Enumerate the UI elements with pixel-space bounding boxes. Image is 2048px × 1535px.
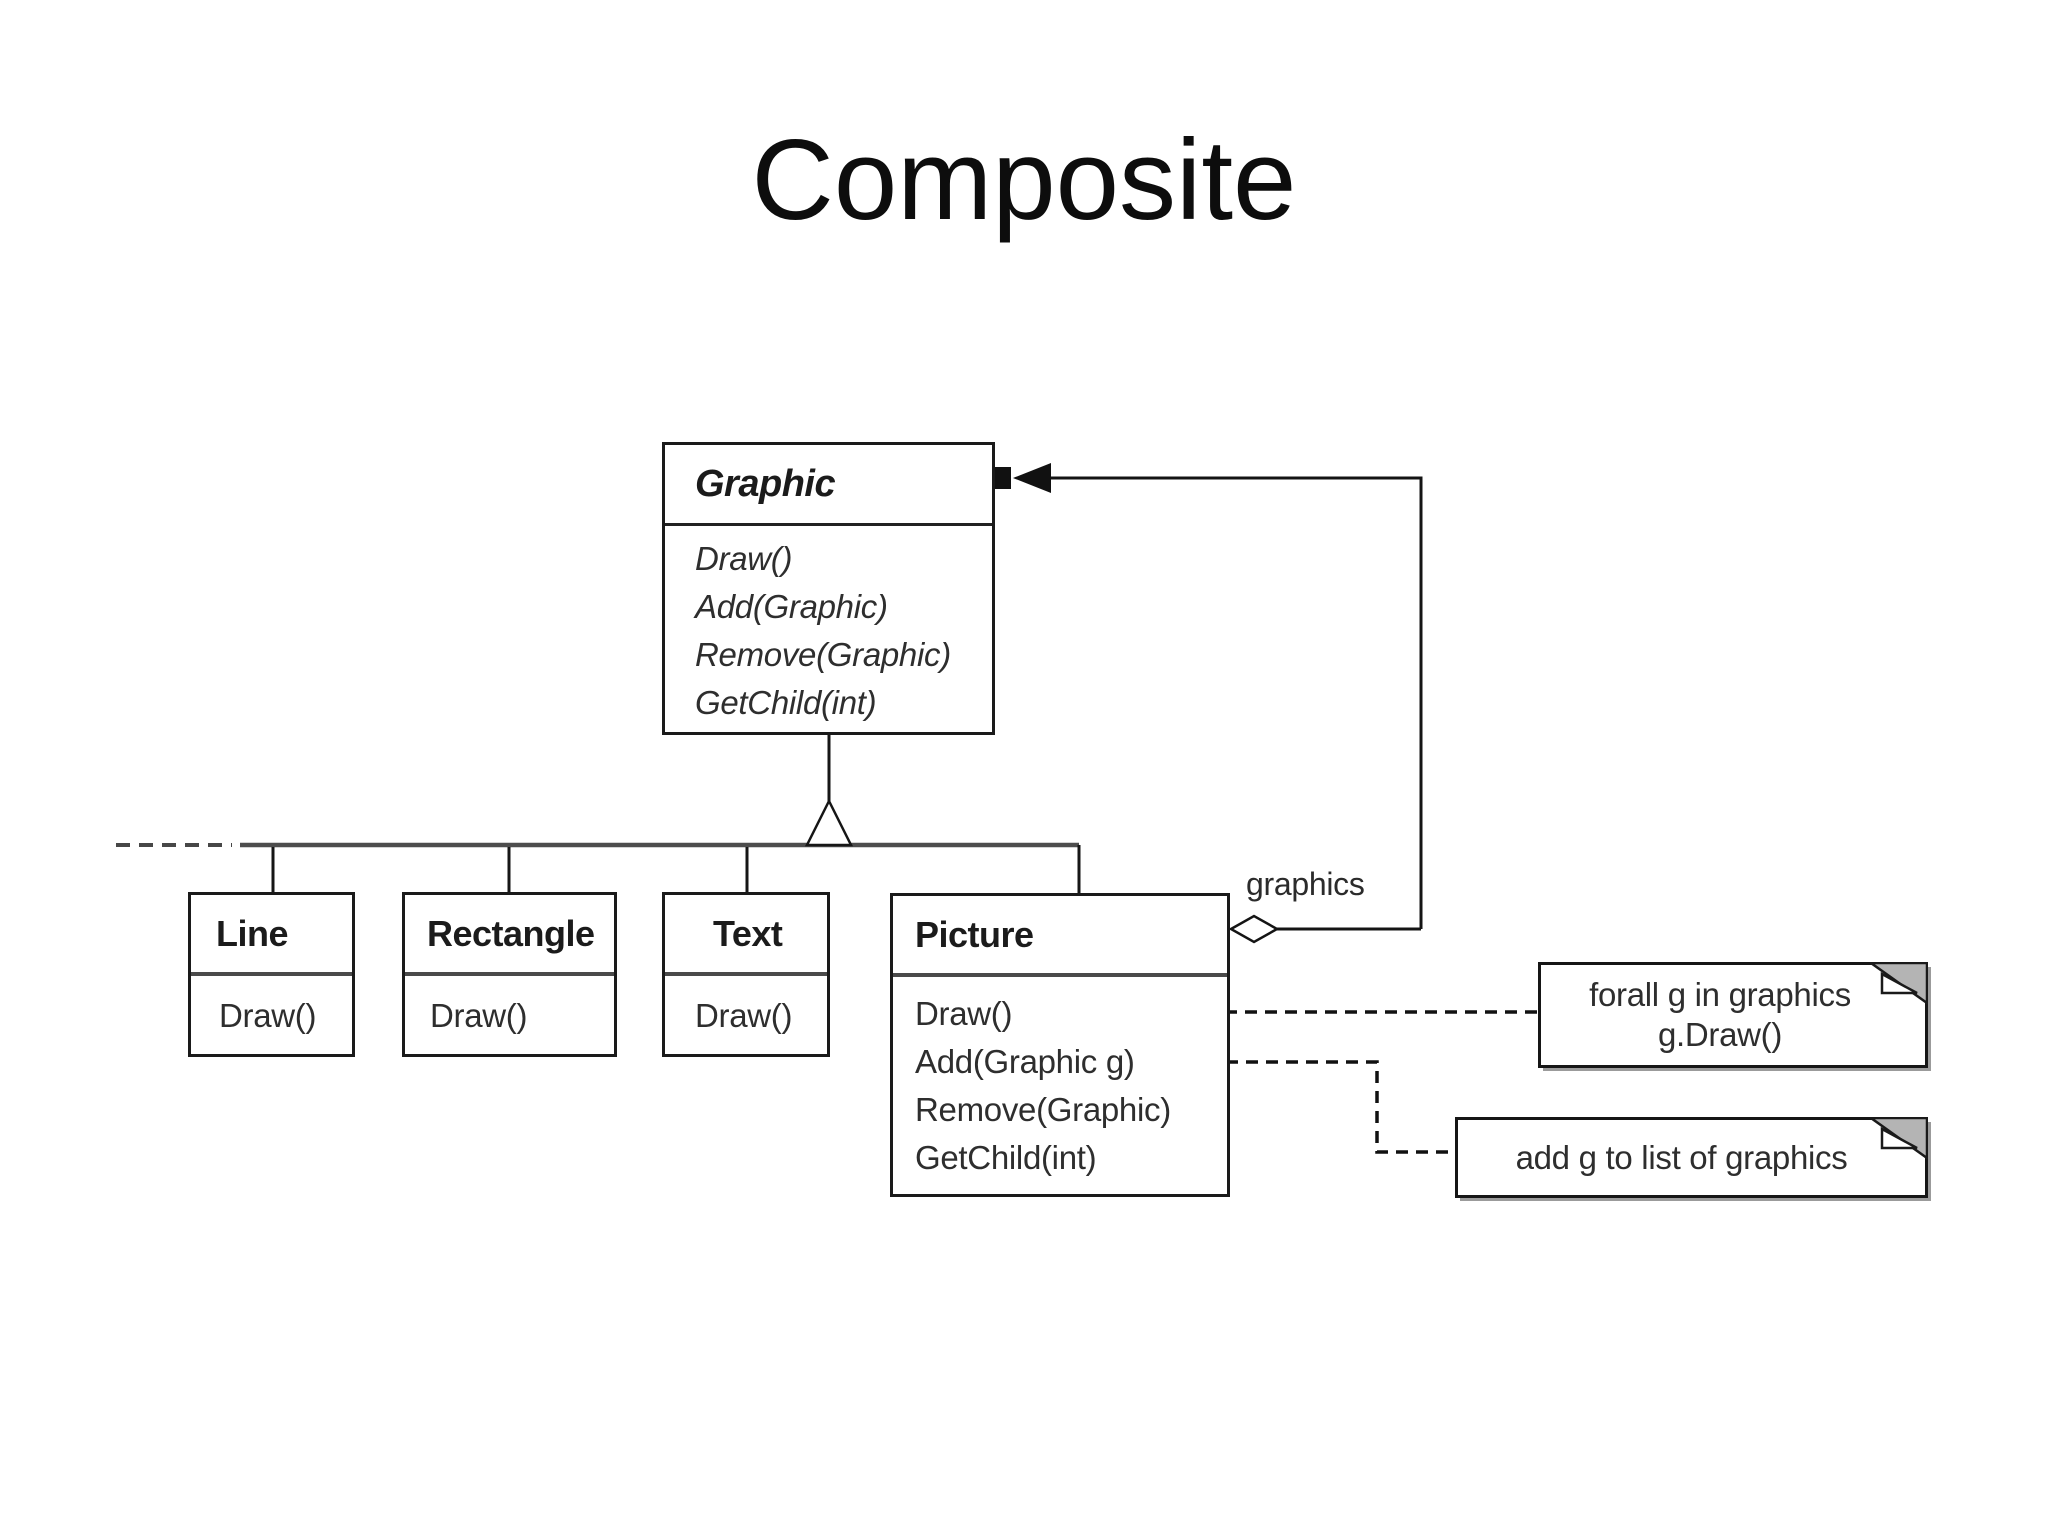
method-label: Draw() [430,997,528,1034]
class-box-picture: Picture Draw() Add(Graphic g) Remove(Gra… [890,893,1230,1197]
note-text-line: g.Draw() [1657,1016,1783,1053]
note-link-add-dashed [1206,1060,1455,1154]
inheritance-triangle-icon [804,798,854,847]
method-label: GetChild(int) [695,684,877,721]
aggregation-line-top [1049,476,1423,929]
class-name-label: Rectangle [405,895,614,976]
method-label: Remove(Graphic) [695,636,951,673]
aggregation-role-label: graphics [1246,866,1365,902]
method-label: Draw() [219,997,317,1034]
class-name-label: Text [665,895,827,976]
method-label: Draw() [695,540,793,577]
navigability-arrow-knob [994,467,1011,489]
class-box-line: Line Draw() [188,892,355,1057]
class-name-label: Graphic [665,445,992,526]
note-fold-icon [1870,962,1928,1004]
navigability-arrow-icon [1013,463,1051,493]
note-text-line: add g to list of graphics [1515,1138,1848,1176]
method-label: GetChild(int) [915,1139,1097,1176]
slide-title: Composite [751,117,1297,244]
class-box-text: Text Draw() [662,892,830,1057]
note-add-to-list: add g to list of graphics [1455,1117,1928,1198]
method-label: Add(Graphic g) [915,1043,1135,1080]
method-label: Remove(Graphic) [915,1091,1171,1128]
note-fold-icon [1870,1117,1928,1159]
aggregation-diamond-icon [1228,914,1280,944]
class-name-label: Line [191,895,352,976]
note-forall-draw: forall g in graphics g.Draw() [1538,962,1928,1068]
class-name-label: Picture [893,896,1227,977]
note-text-line: forall g in graphics [1589,976,1851,1013]
class-box-graphic: Graphic Draw() Add(Graphic) Remove(Graph… [662,442,995,735]
method-label: Add(Graphic) [695,588,888,625]
method-label: Draw() [915,995,1013,1032]
method-label: Draw() [695,997,793,1034]
class-box-rectangle: Rectangle Draw() [402,892,617,1057]
